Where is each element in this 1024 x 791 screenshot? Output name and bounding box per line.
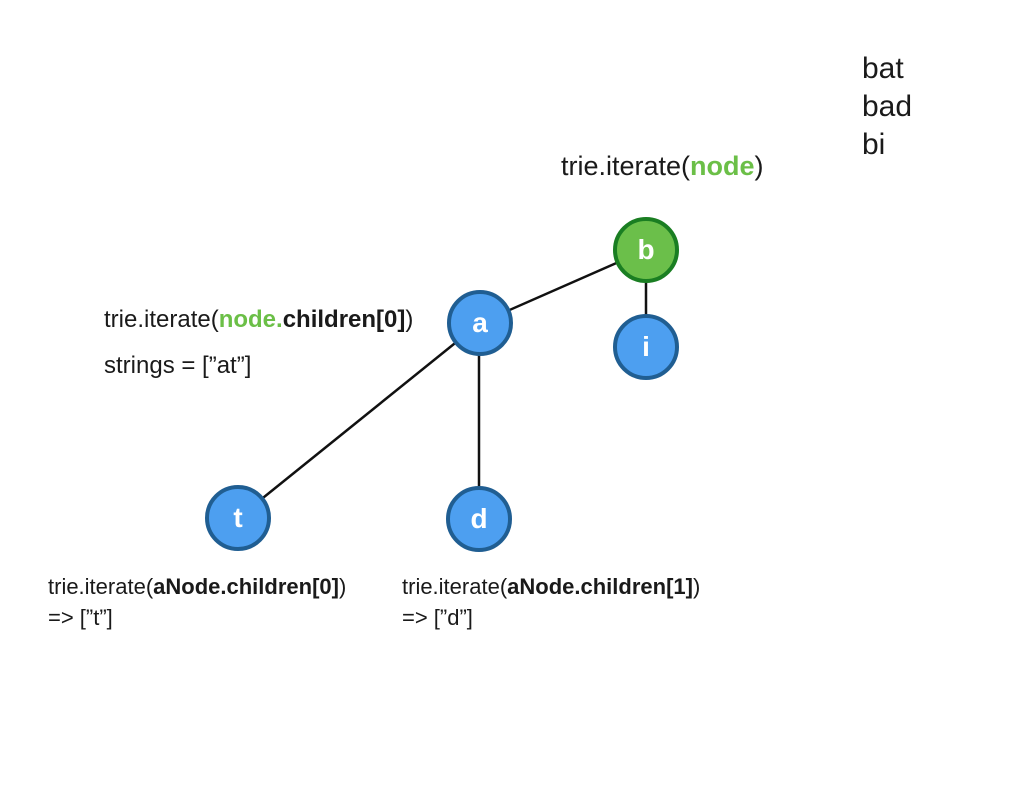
code-bold: children[0] <box>282 306 406 333</box>
node-letter: a <box>472 307 488 338</box>
code-text: ) <box>405 306 414 333</box>
code-text: ) <box>338 574 347 599</box>
code-text: ) <box>692 574 701 599</box>
word-item: bad <box>862 90 913 123</box>
code-text: trie.iterate( <box>48 574 154 599</box>
code-text: ) <box>754 151 764 181</box>
code-highlight: node <box>690 151 755 181</box>
label-t-call: trie.iterate(aNode.children[0]) => [”t”] <box>48 571 346 633</box>
code-line: trie.iterate(aNode.children[0]) <box>48 571 346 602</box>
code-highlight: node. <box>218 306 283 333</box>
code-text: trie.iterate( <box>402 574 508 599</box>
code-bold: aNode.children[1] <box>507 574 693 599</box>
word-list: bat bad bi <box>862 50 912 164</box>
edge-a-t <box>237 322 481 519</box>
trie-node-d: d <box>446 486 512 552</box>
label-d-call: trie.iterate(aNode.children[1]) => [”d”] <box>402 571 700 633</box>
node-letter: b <box>637 234 655 265</box>
code-result: => [”d”] <box>402 605 473 630</box>
code-text: trie.iterate( <box>561 151 691 181</box>
label-root-call: trie.iterate(node) <box>561 151 764 182</box>
node-letter: t <box>233 502 243 533</box>
trie-node-i: i <box>613 314 679 380</box>
code-line: trie.iterate(aNode.children[1]) <box>402 571 700 602</box>
node-letter: d <box>470 503 488 534</box>
code-text: trie.iterate( <box>104 306 219 333</box>
word-item: bi <box>862 128 886 161</box>
node-letter: i <box>642 331 650 362</box>
code-bold: aNode.children[0] <box>153 574 339 599</box>
trie-node-b: b <box>613 217 679 283</box>
label-a-call: trie.iterate(node.children[0]) <box>104 306 413 334</box>
trie-node-a: a <box>447 290 513 356</box>
trie-node-t: t <box>205 485 271 551</box>
code-result: => [”t”] <box>48 605 113 630</box>
label-a-result: strings = [”at”] <box>104 352 252 379</box>
word-item: bat <box>862 52 904 85</box>
